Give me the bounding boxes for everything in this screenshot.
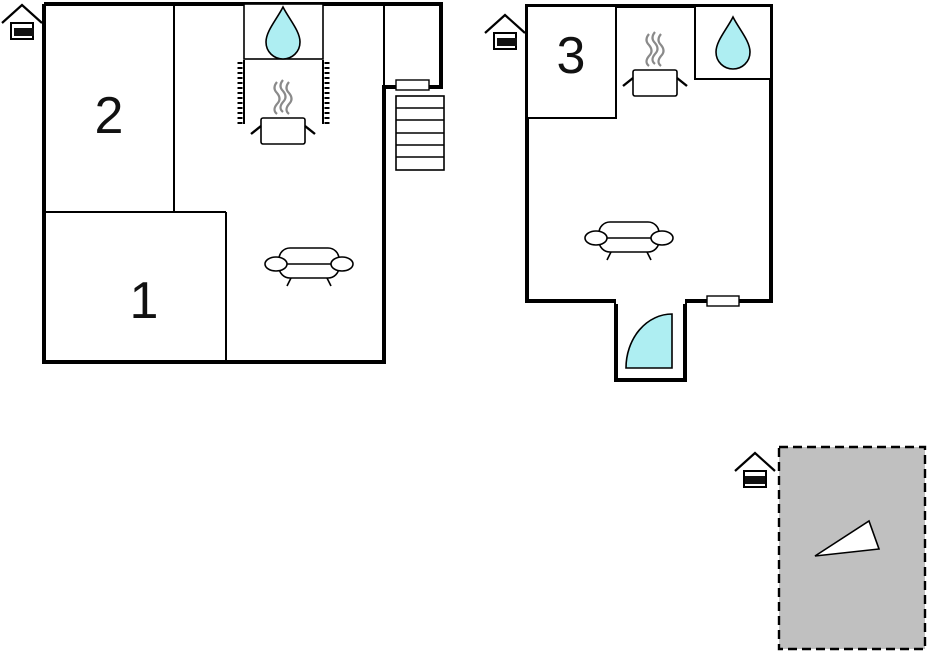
outdoor-area [733,445,927,651]
terrace-icon [814,519,881,557]
room-1-label: 1 [130,272,159,330]
ground-floor-outer-wall [42,2,443,364]
stove-icon [621,30,689,98]
stairs-icon [395,95,445,171]
ground-floor: 2 1 [0,2,445,364]
room-3-label: 3 [557,27,586,85]
kitchen-counter [237,60,330,124]
sofa-icon [264,247,354,287]
room-2-label: 2 [95,87,124,145]
stove-icon [249,78,317,146]
corner-shower-icon [625,313,673,369]
sofa-icon [584,221,674,261]
upper-floor: 3 [483,4,773,382]
